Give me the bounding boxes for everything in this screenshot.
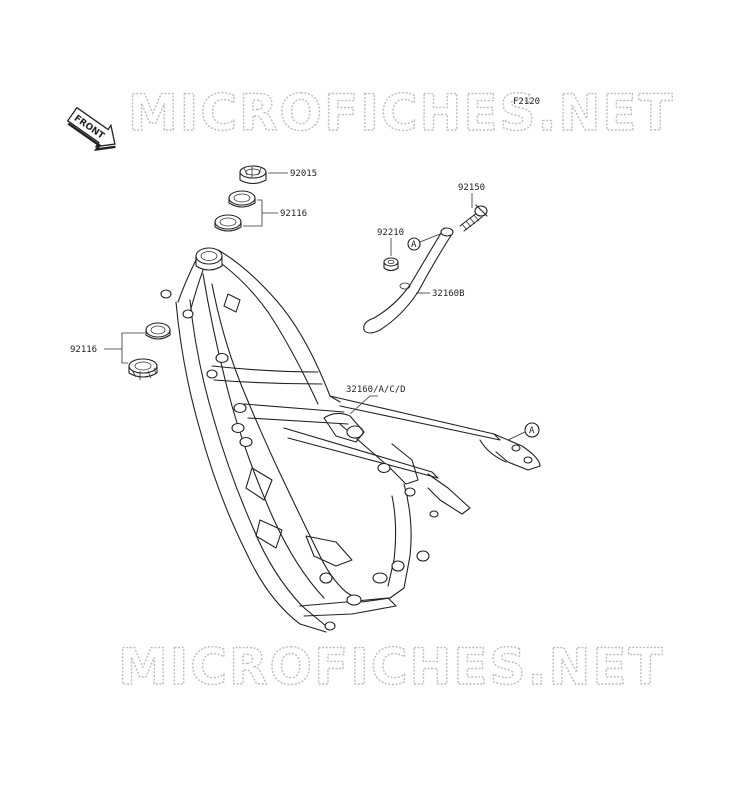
callout-92116-left: 92116 [70,345,97,355]
front-arrow-icon: FRONT [66,106,116,152]
ref-a-main: A [529,426,535,436]
diagram-code: F2120 [513,97,540,107]
callout-32160: 32160/A/C/D [346,385,406,395]
callout-92116-top: 92116 [280,209,307,219]
main-frame-icon [160,247,541,633]
subframe-pipe-icon [363,227,454,334]
upper-race-icon [214,190,256,232]
callout-92150: 92150 [458,183,485,193]
bolt-icon [459,204,488,232]
stem-nut-icon [239,165,267,185]
ref-a-sub: A [411,240,417,250]
watermark-bottom: MICROFICHES.NET [118,638,665,696]
lower-race-icon [128,322,171,380]
flange-nut-icon [383,257,399,272]
callout-92015: 92015 [290,169,317,179]
callout-32160b: 32160B [432,289,465,299]
watermark-top: MICROFICHES.NET [128,84,675,142]
callout-92210: 92210 [377,228,404,238]
